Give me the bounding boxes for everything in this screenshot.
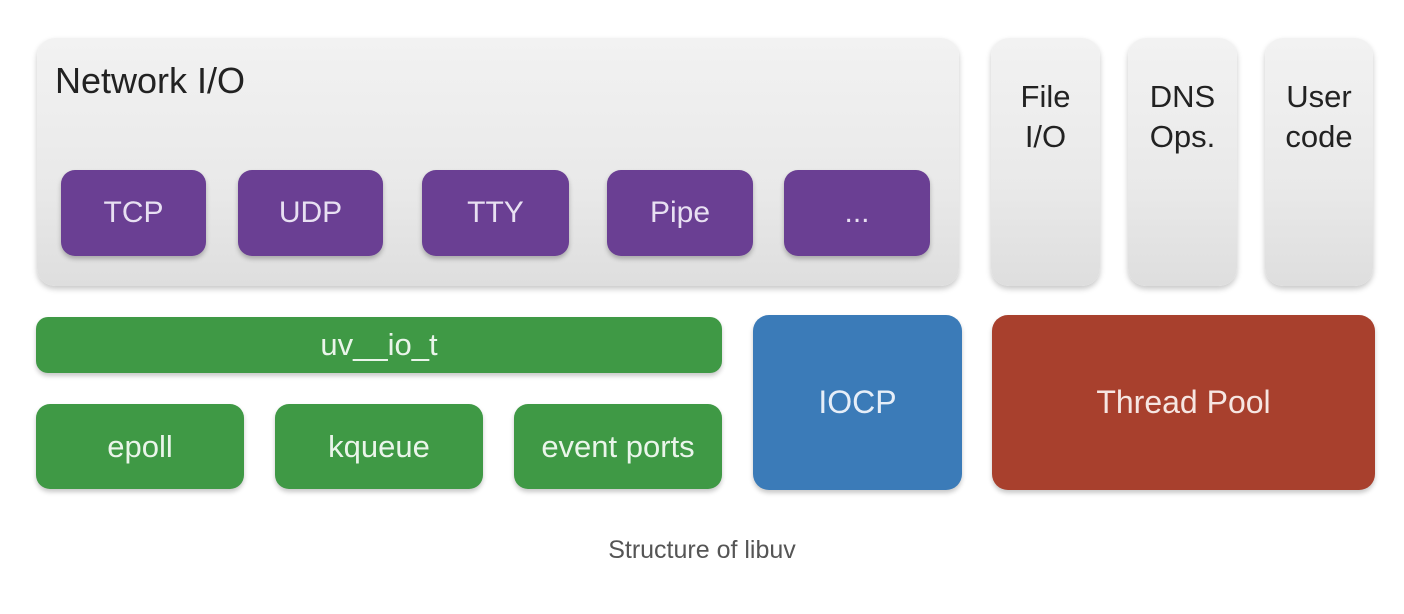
iocp-box: IOCP	[753, 315, 962, 490]
handle-more: ...	[784, 170, 930, 256]
handle-pipe: Pipe	[607, 170, 753, 256]
dns-ops-label: DNS Ops.	[1149, 79, 1216, 154]
kqueue-box: kqueue	[275, 404, 483, 489]
dns-ops-column: DNS Ops.	[1128, 38, 1237, 286]
thread-pool-box: Thread Pool	[992, 315, 1375, 490]
user-code-label: User code	[1285, 79, 1353, 154]
file-io-column: File I/O	[991, 38, 1100, 286]
file-io-label: File I/O	[1020, 79, 1071, 154]
epoll-box: epoll	[36, 404, 244, 489]
event-ports-box: event ports	[514, 404, 722, 489]
network-io-title: Network I/O	[55, 60, 246, 101]
handle-udp: UDP	[238, 170, 383, 256]
handle-tcp: TCP	[61, 170, 206, 256]
figure-caption: Structure of libuv	[608, 536, 796, 564]
handle-tty: TTY	[422, 170, 569, 256]
uv-io-t-bar: uv__io_t	[36, 317, 722, 373]
user-code-column: User code	[1265, 38, 1373, 286]
